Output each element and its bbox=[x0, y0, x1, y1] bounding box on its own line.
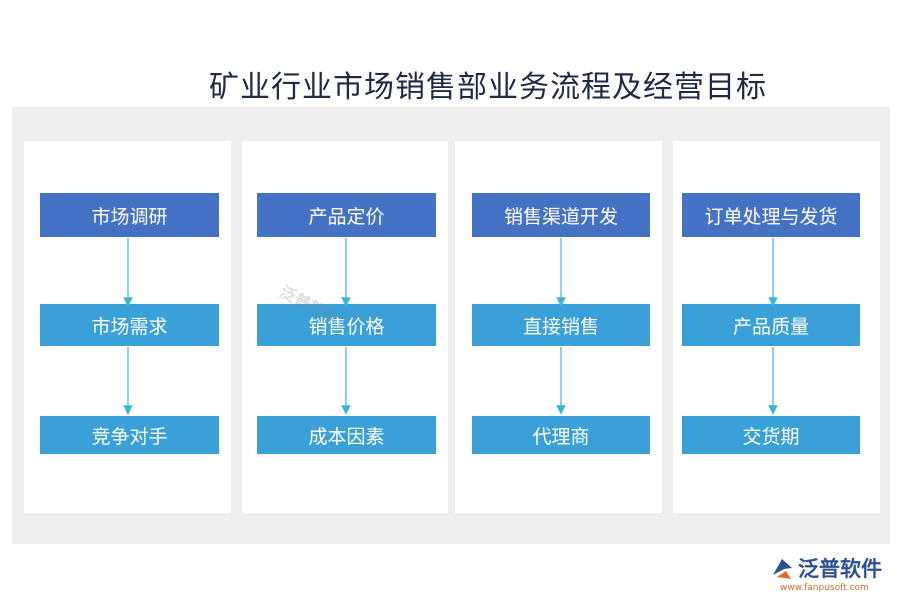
brand-logo-url: www.fanpusoft.com bbox=[780, 583, 869, 593]
step-sales-price: 销售价格 bbox=[257, 304, 436, 346]
step-delivery-time: 交货期 bbox=[682, 416, 860, 454]
step-product-pricing: 产品定价 bbox=[257, 193, 436, 237]
step-agents: 代理商 bbox=[472, 416, 650, 454]
step-direct-sales: 直接销售 bbox=[472, 304, 650, 346]
step-product-quality: 产品质量 bbox=[682, 304, 860, 346]
step-cost-factors: 成本因素 bbox=[257, 416, 436, 454]
step-market-research: 市场调研 bbox=[40, 193, 219, 237]
step-competitors: 竞争对手 bbox=[40, 416, 219, 454]
brand-logo: 泛普软件 www.fanpusoft.com bbox=[770, 553, 895, 598]
brand-logo-icon bbox=[773, 559, 792, 579]
step-channel-development: 销售渠道开发 bbox=[472, 193, 650, 237]
step-market-demand: 市场需求 bbox=[40, 304, 219, 346]
page-title: 矿业行业市场销售部业务流程及经营目标 bbox=[209, 70, 767, 105]
brand-logo-name: 泛普软件 bbox=[798, 557, 882, 581]
step-order-shipping: 订单处理与发货 bbox=[682, 193, 860, 237]
